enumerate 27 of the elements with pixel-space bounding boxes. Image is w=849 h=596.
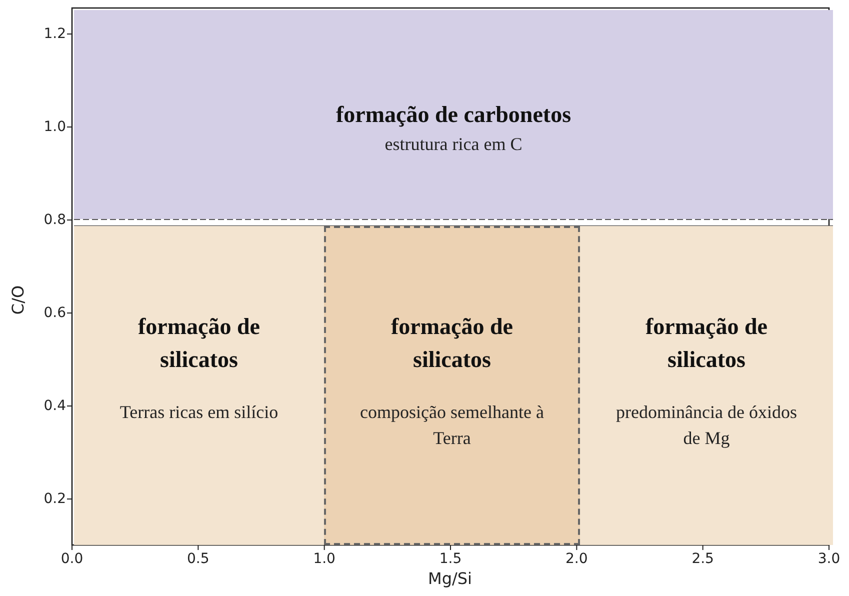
tick-label: 1.0: [313, 551, 336, 567]
axis-title: Mg/Si: [428, 569, 472, 588]
region-box: [580, 226, 833, 545]
tick-label: 3.0: [818, 551, 840, 567]
tick-label: 1.2: [44, 26, 66, 42]
tick-label: 2.5: [692, 551, 714, 567]
tick-label: 2.0: [566, 551, 588, 567]
region-box: [324, 226, 580, 545]
region-heading: formação de silicatos: [644, 313, 768, 374]
region-box: [74, 226, 324, 545]
axis-title: C/O: [8, 285, 28, 315]
tick-label: 0.6: [44, 305, 66, 321]
region-description: composição semelhante à Terra: [359, 400, 545, 450]
region-description: Terras ricas em silício: [120, 400, 278, 424]
tick-label: 1.0: [44, 119, 66, 135]
region-description: estrutura rica em C: [384, 133, 522, 156]
tick-label: 0.2: [44, 491, 66, 507]
region-description: predominância de óxidos de Mg: [615, 400, 798, 450]
region-heading: formação de carbonetos: [336, 101, 572, 129]
region-heading: formação de silicatos: [390, 313, 514, 374]
region-box: [74, 10, 833, 219]
tick-label: 0.4: [44, 398, 66, 414]
tick-label: 0.0: [60, 551, 84, 567]
tick-label: 1.5: [439, 551, 462, 567]
tick-label: 0.8: [44, 212, 66, 228]
region-heading: formação de silicatos: [137, 313, 261, 374]
tick-label: 0.5: [187, 551, 210, 567]
